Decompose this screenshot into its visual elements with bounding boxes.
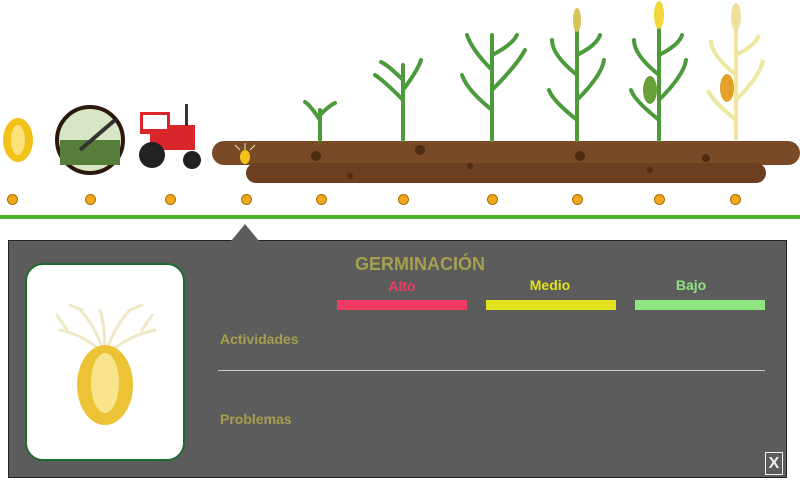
stage-dot-seedling[interactable] (316, 194, 327, 205)
stage-dot-ear[interactable] (654, 194, 665, 205)
level-label-low: Bajo (675, 277, 707, 293)
growth-stages-illustration (3, 1, 800, 183)
close-button[interactable]: X (765, 452, 783, 475)
plowing-icon (55, 105, 125, 175)
stage-dot-growing-plant[interactable] (487, 194, 498, 205)
mature-plant-icon (706, 15, 765, 140)
stage-dot-tractor[interactable] (165, 194, 176, 205)
section-divider (218, 370, 765, 371)
soil-upper (212, 141, 800, 165)
stage-dot-seed[interactable] (7, 194, 18, 205)
level-bar-low (635, 300, 765, 310)
level-bar-medium (486, 300, 616, 310)
soil-lower (246, 163, 766, 183)
young-plant-icon (373, 58, 423, 142)
stage-title: GERMINACIÓN (355, 254, 485, 274)
stage-dot-young-plant[interactable] (398, 194, 409, 205)
stage-dot-mature[interactable] (730, 194, 741, 205)
stage-image-frame (25, 263, 185, 461)
ear-plant-icon (629, 13, 688, 142)
seed-icon (3, 118, 33, 162)
level-label-medium: Medio (529, 277, 571, 293)
stage-dot-plowing[interactable] (85, 194, 96, 205)
level-label-high: Alto (388, 278, 416, 294)
seedling-icon (303, 100, 337, 142)
tractor-icon (139, 104, 201, 169)
stage-dot-germination[interactable] (241, 194, 252, 205)
stage-dot-tasseling[interactable] (572, 194, 583, 205)
tasseling-plant-icon (547, 18, 606, 142)
level-bar-high (337, 300, 467, 310)
germinating-seed-icon (55, 303, 157, 425)
activities-label: Actividades (220, 331, 299, 347)
popup-pointer (231, 224, 259, 241)
problems-label: Problemas (220, 411, 292, 427)
growing-plant-icon (460, 33, 527, 142)
timeline-line (0, 215, 800, 219)
germination-icon (234, 143, 256, 164)
